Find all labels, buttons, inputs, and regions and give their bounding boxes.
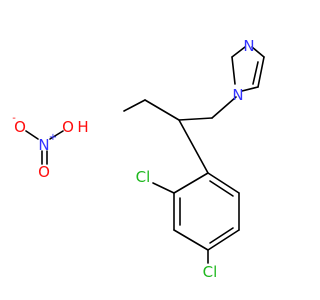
atom-o-minus: O bbox=[14, 118, 26, 136]
atom-cl-ortho: Cl bbox=[136, 168, 151, 186]
bond-ch-ch2ethyl bbox=[144, 99, 180, 121]
bond-ethyl bbox=[123, 99, 146, 112]
bond-ch2-ch bbox=[178, 117, 213, 121]
bond-n-oh bbox=[49, 130, 64, 140]
bond-ch-ring bbox=[178, 119, 209, 174]
bond-c2-n1 bbox=[231, 56, 236, 85]
atom-cl-para: Cl bbox=[203, 263, 218, 281]
imidazole-ring bbox=[231, 46, 265, 92]
bond-inner-b bbox=[209, 227, 234, 244]
bond-c2-cl bbox=[152, 182, 175, 194]
atom-n-plus: N bbox=[38, 136, 49, 154]
bond-n3-c4 bbox=[251, 46, 265, 58]
bond-c4-c5 bbox=[207, 229, 240, 251]
bond-no-minus bbox=[25, 130, 39, 140]
charge-minus: - bbox=[12, 113, 16, 124]
structure-diagram: N N Cl Cl O - N + O O H bbox=[12, 37, 265, 281]
atom-oh-oxygen: O bbox=[62, 118, 74, 136]
bond-inner-c bbox=[209, 180, 234, 197]
bond-c2-n3 bbox=[231, 46, 246, 58]
bond-n1-ch2 bbox=[211, 96, 237, 119]
molecule-canvas: N N Cl Cl O - N + O O H bbox=[12, 37, 265, 281]
bond-c1-c2 bbox=[173, 172, 209, 194]
bond-c4-c5 bbox=[257, 56, 265, 88]
butyl-chain bbox=[123, 96, 237, 174]
atom-n3: N bbox=[243, 37, 254, 55]
benzene-ring bbox=[152, 172, 240, 264]
bond-c3-c4 bbox=[173, 229, 209, 251]
atom-oh-hydrogen: H bbox=[77, 118, 88, 136]
nitric-acid bbox=[25, 130, 64, 165]
charge-plus: + bbox=[49, 132, 57, 143]
bond-c5-n1 bbox=[241, 86, 259, 92]
bond-c4-c5-inner bbox=[252, 61, 259, 85]
atom-n1: N bbox=[232, 86, 243, 104]
atom-o-double: O bbox=[38, 163, 50, 181]
bond-c6-c1 bbox=[207, 172, 240, 194]
